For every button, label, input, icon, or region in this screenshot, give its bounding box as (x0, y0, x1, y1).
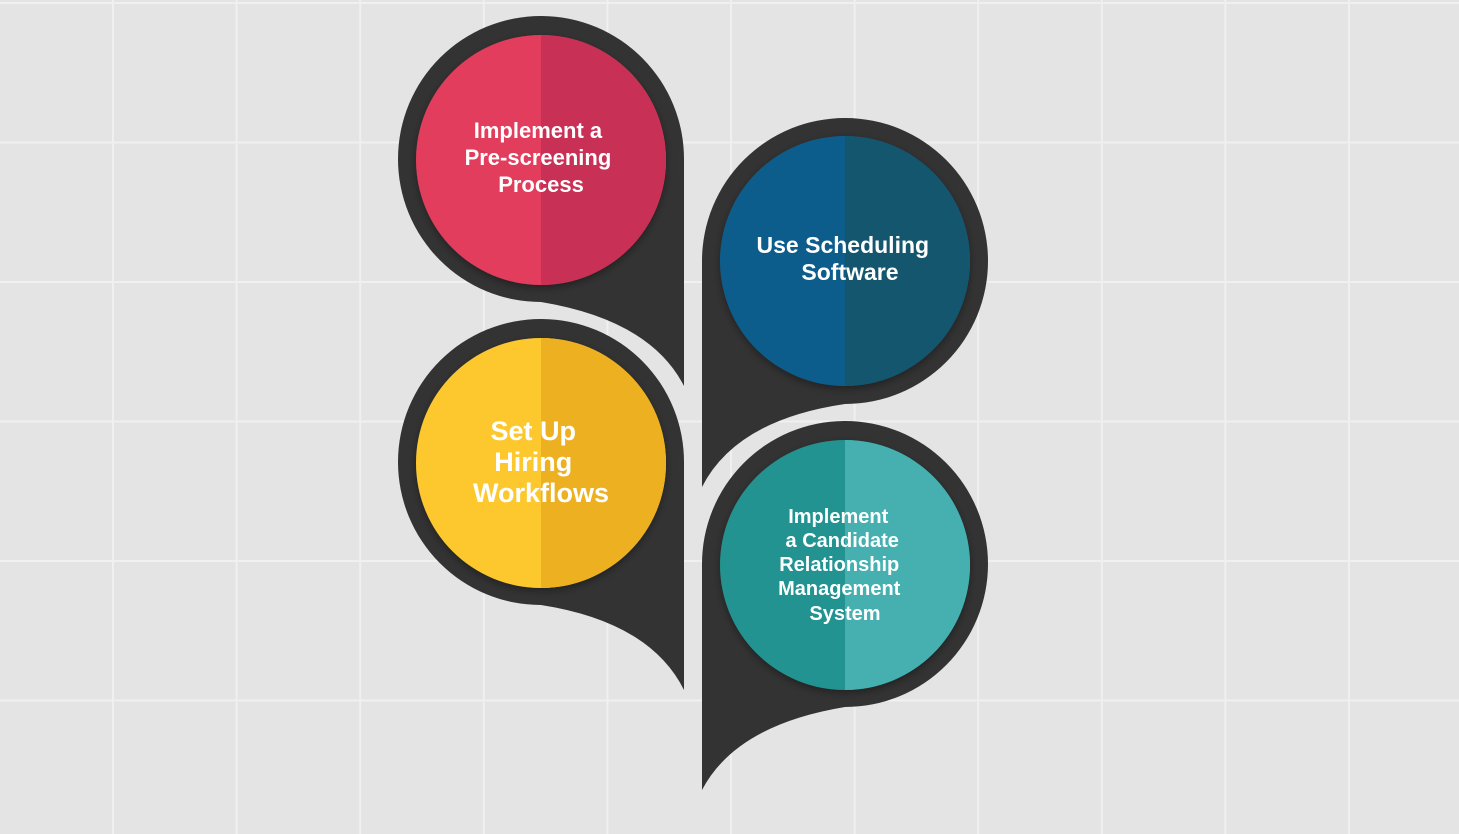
label-line: Use Scheduling (757, 232, 930, 258)
pin-implement-prescreening: Implement a Pre-screening Process (398, 16, 685, 387)
label-line: Implement (788, 506, 888, 528)
label-line: Software (801, 259, 898, 285)
label-line: Process (498, 172, 584, 197)
item-label: Set Up Hiring Workflows (473, 416, 609, 508)
label-line: Pre-screening (465, 145, 612, 170)
pin-use-scheduling-software: Use Scheduling Software (702, 118, 988, 487)
item-label: Implement a Candidate Relationship Manag… (778, 506, 906, 625)
label-line: Implement a (474, 118, 603, 143)
label-line: Set Up (490, 416, 576, 446)
pin-implement-crm-system: Implement a Candidate Relationship Manag… (701, 421, 988, 790)
label-line: Relationship (779, 554, 899, 576)
label-line: Workflows (473, 478, 609, 508)
label-line: a Candidate (786, 530, 899, 552)
label-line: Management (778, 578, 901, 600)
item-label: Use Scheduling Software (757, 232, 936, 285)
label-line: Hiring (494, 447, 572, 477)
label-line: System (809, 603, 880, 625)
pin-set-up-hiring-workflows: Set Up Hiring Workflows (398, 319, 685, 690)
item-label: Implement a Pre-screening Process (465, 118, 618, 197)
